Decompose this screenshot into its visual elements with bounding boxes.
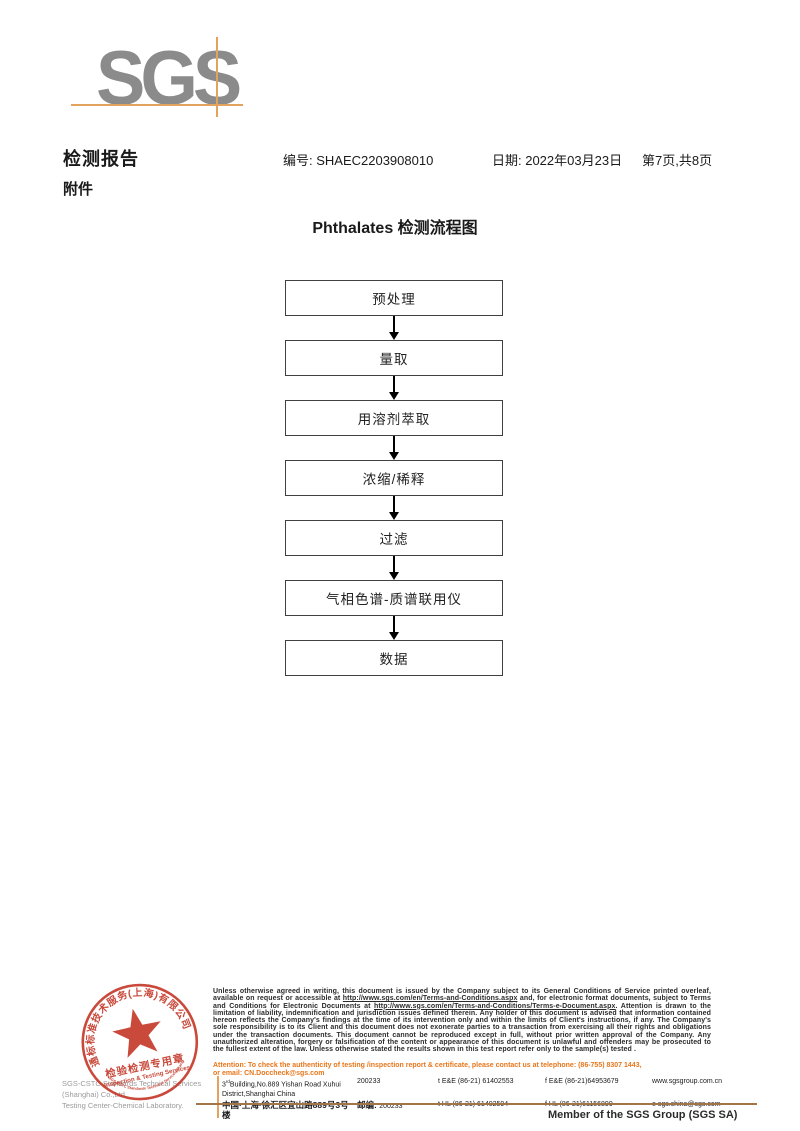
report-number: 编号: SHAEC2203908010 <box>283 153 434 168</box>
attention-notice: Attention: To check the authenticity of … <box>213 1062 711 1077</box>
attention-line2: or email: CN.Doccheck@sgs.com <box>213 1069 325 1077</box>
flow-step-data: 数据 <box>285 640 503 676</box>
report-date: 日期: 2022年03月23日 <box>492 153 623 168</box>
terms-url: http://www.sgs.com/en/Terms-and-Conditio… <box>342 995 518 1003</box>
flow-step-solvent-extraction: 用溶剂萃取 <box>285 400 503 436</box>
attachment-label: 附件 <box>63 181 94 198</box>
address-en: 3rdBuilding,No.889 Yishan Road Xuhui Dis… <box>222 1079 341 1099</box>
disclaimer-seg1: Unless otherwise agreed in writing, this… <box>213 988 711 1003</box>
postcode-cn: 邮编: 200233 <box>357 1100 403 1111</box>
ordinal-superscript: rd <box>225 1079 230 1084</box>
postcode-en: 200233 <box>357 1078 381 1085</box>
company-name-lines: SGS-CSTC Standards Technical Services (S… <box>62 1078 222 1111</box>
arrow-down-icon <box>285 316 503 340</box>
inspection-stamp-seal: 通标标准技术服务(上海)有限公司 SGS-CSTC Standards Tech… <box>58 967 199 1105</box>
flow-step-filter: 过滤 <box>285 520 503 556</box>
address-left-rule <box>217 1076 219 1118</box>
sgs-group-membership: Member of the SGS Group (SGS SA) <box>548 1109 738 1121</box>
arrow-down-icon <box>285 496 503 520</box>
logo-vertical-rule <box>216 37 218 117</box>
flowchart-title: Phthalates 检测流程图 <box>312 220 478 237</box>
address-cn: 中国·上海·徐汇区宜山路889号3号楼 <box>222 1100 349 1121</box>
disclaimer-seg3: . Attention is drawn to the limitation o… <box>213 1002 711 1054</box>
flow-step-measure: 量取 <box>285 340 503 376</box>
flowchart: 预处理 量取 用溶剂萃取 浓缩/稀释 过滤 气相色谱-质谱联用仪 数据 <box>285 280 503 676</box>
star-icon <box>112 1008 161 1058</box>
attention-line1: Attention: To check the authenticity of … <box>213 1062 642 1069</box>
company-lab-name: Testing Center-Chemical Laboratory. <box>62 1101 184 1110</box>
arrow-down-icon <box>285 376 503 400</box>
logo-horizontal-rule <box>71 104 243 106</box>
terms-e-document-url: http://www.sgs.com/en/Terms-and-Conditio… <box>373 1002 616 1010</box>
arrow-down-icon <box>285 436 503 460</box>
page-indicator: 第7页,共8页 <box>642 153 713 168</box>
flow-step-gcms: 气相色谱-质谱联用仪 <box>285 580 503 616</box>
terms-disclaimer: Unless otherwise agreed in writing, this… <box>213 988 711 1054</box>
report-title: 检测报告 <box>63 149 139 169</box>
phone-en: t E&E (86-21) 61402553 <box>438 1078 514 1085</box>
company-name-en: SGS-CSTC Standards Technical Services (S… <box>62 1079 202 1099</box>
website: www.sgsgroup.com.cn <box>652 1078 723 1085</box>
flow-step-pretreatment: 预处理 <box>285 280 503 316</box>
flow-step-concentrate-dilute: 浓缩/稀释 <box>285 460 503 496</box>
footer-divider-rule <box>196 1103 757 1105</box>
fax-en: f E&E (86-21)64953679 <box>545 1078 619 1085</box>
disclaimer-seg2: and, for electronic format documents, su… <box>213 995 712 1010</box>
arrow-down-icon <box>285 556 503 580</box>
arrow-down-icon <box>285 616 503 640</box>
